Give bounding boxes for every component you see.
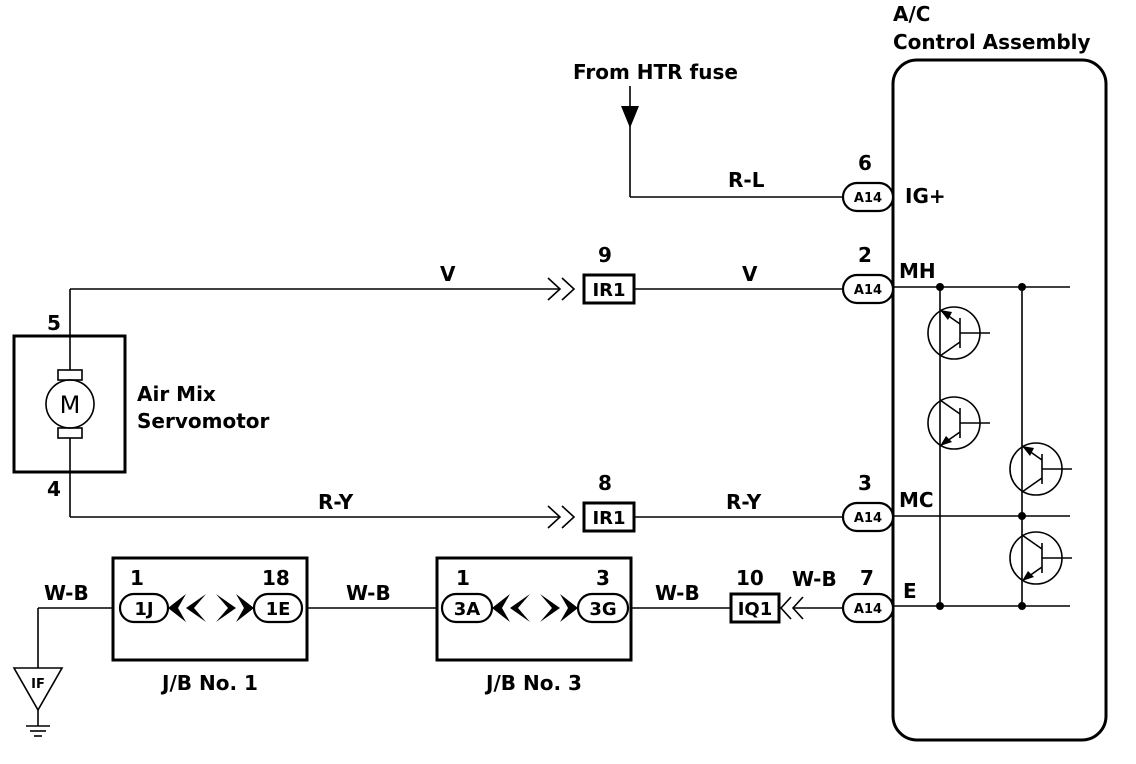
ac-control-assembly: A/C Control Assembly	[891, 2, 1108, 742]
ac-title-line2: Control Assembly	[893, 30, 1091, 54]
ground-point-icon	[12, 667, 64, 712]
terminal-ig-name: IG+	[905, 184, 946, 208]
transistor-4	[1009, 531, 1072, 585]
jb1-label: J/B No. 1	[160, 671, 258, 695]
jb3-right-connector-label: 3G	[589, 599, 616, 620]
wire-w-b-mid-label: W-B	[346, 581, 391, 605]
terminal-mh-pin: 2	[858, 243, 872, 267]
connector-a14-e-label: A14	[854, 602, 882, 617]
connector-a14-ig	[841, 181, 895, 213]
terminal-e-name: E	[903, 579, 917, 603]
wire-r-y-right-label: R-Y	[726, 490, 762, 514]
connector-ir1-top-pin: 9	[598, 243, 612, 267]
transistor-2	[927, 396, 990, 450]
wire-w-b-right2-label: W-B	[792, 567, 837, 591]
connector-a14-mh-label: A14	[854, 283, 882, 298]
junction-block-3: 1 3 3A 3G J/B No. 3	[435, 556, 633, 695]
wire-v-right-label: V	[742, 262, 758, 286]
jb3-right-pin: 3	[596, 566, 610, 590]
htr-fuse-label: From HTR fuse	[573, 60, 738, 84]
htr-fuse-circuit: From HTR fuse R-L 6 A14	[573, 60, 895, 213]
terminal-ig-pin: 6	[858, 151, 872, 175]
connector-iq1-label: IQ1	[738, 599, 773, 620]
down-arrow-icon	[621, 106, 639, 128]
connector-chevron-icon	[547, 277, 576, 301]
w-b-ground-circuit: W-B IF 1 18 1J 1E J/B No. 1 W-B 1 3 3A	[12, 556, 895, 737]
connector-iq1	[729, 592, 781, 624]
terminal-mh-name: MH	[899, 259, 936, 283]
connector-ir1-top-label: IR1	[592, 280, 625, 301]
air-mix-servomotor: 5 4 M Air Mix Servomotor	[12, 311, 269, 501]
wire-w-b-ground-label: W-B	[44, 581, 89, 605]
junction-block-1: 1 18 1J 1E J/B No. 1	[111, 556, 309, 695]
motor-symbol: M	[60, 391, 81, 419]
jb1-right-pin: 18	[262, 566, 290, 590]
servomotor-label-line2: Servomotor	[137, 409, 269, 433]
ground-label: IF	[31, 677, 45, 692]
v-wire-circuit: V 9 IR1 V 2 A14	[69, 243, 895, 336]
connector-ir1-bottom-pin: 8	[598, 471, 612, 495]
jb1-right-connector-label: 1E	[266, 599, 291, 620]
ac-internal-circuit	[893, 283, 1072, 610]
wire-v-left-label: V	[440, 262, 456, 286]
connector-a14-mc-label: A14	[854, 511, 882, 526]
servomotor-label-line1: Air Mix	[137, 382, 216, 406]
terminal-mc-name: MC	[899, 488, 934, 512]
jb1-left-pin: 1	[130, 566, 144, 590]
connector-chevron-icon	[547, 505, 576, 529]
r-y-wire-circuit: R-Y 8 IR1 R-Y 3 A14	[69, 471, 895, 533]
jb3-label: J/B No. 3	[484, 671, 582, 695]
transistor-1	[927, 306, 990, 360]
connector-a14-mh	[841, 273, 895, 305]
jb3-left-pin: 1	[456, 566, 470, 590]
terminal-e-pin: 7	[860, 566, 874, 590]
connector-iq1-pin: 10	[736, 566, 764, 590]
terminal-mc-pin: 3	[858, 471, 872, 495]
connector-a14-ig-label: A14	[854, 191, 882, 206]
transistor-3	[1009, 442, 1072, 496]
connector-a14-e	[841, 592, 895, 624]
jb1-left-connector-label: 1J	[134, 599, 153, 620]
connector-ir1-bottom-label: IR1	[592, 508, 625, 529]
jb3-left-connector-label: 3A	[454, 599, 481, 620]
wire-r-l-label: R-L	[728, 168, 765, 192]
servomotor-pin-top: 5	[47, 311, 61, 335]
wire-r-y-left-label: R-Y	[318, 490, 354, 514]
wire-w-b-right1-label: W-B	[655, 581, 700, 605]
ac-title-line1: A/C	[893, 2, 930, 26]
servomotor-pin-bottom: 4	[47, 477, 61, 501]
ac-control-assembly-box	[891, 58, 1108, 742]
connector-a14-mc	[841, 501, 895, 533]
